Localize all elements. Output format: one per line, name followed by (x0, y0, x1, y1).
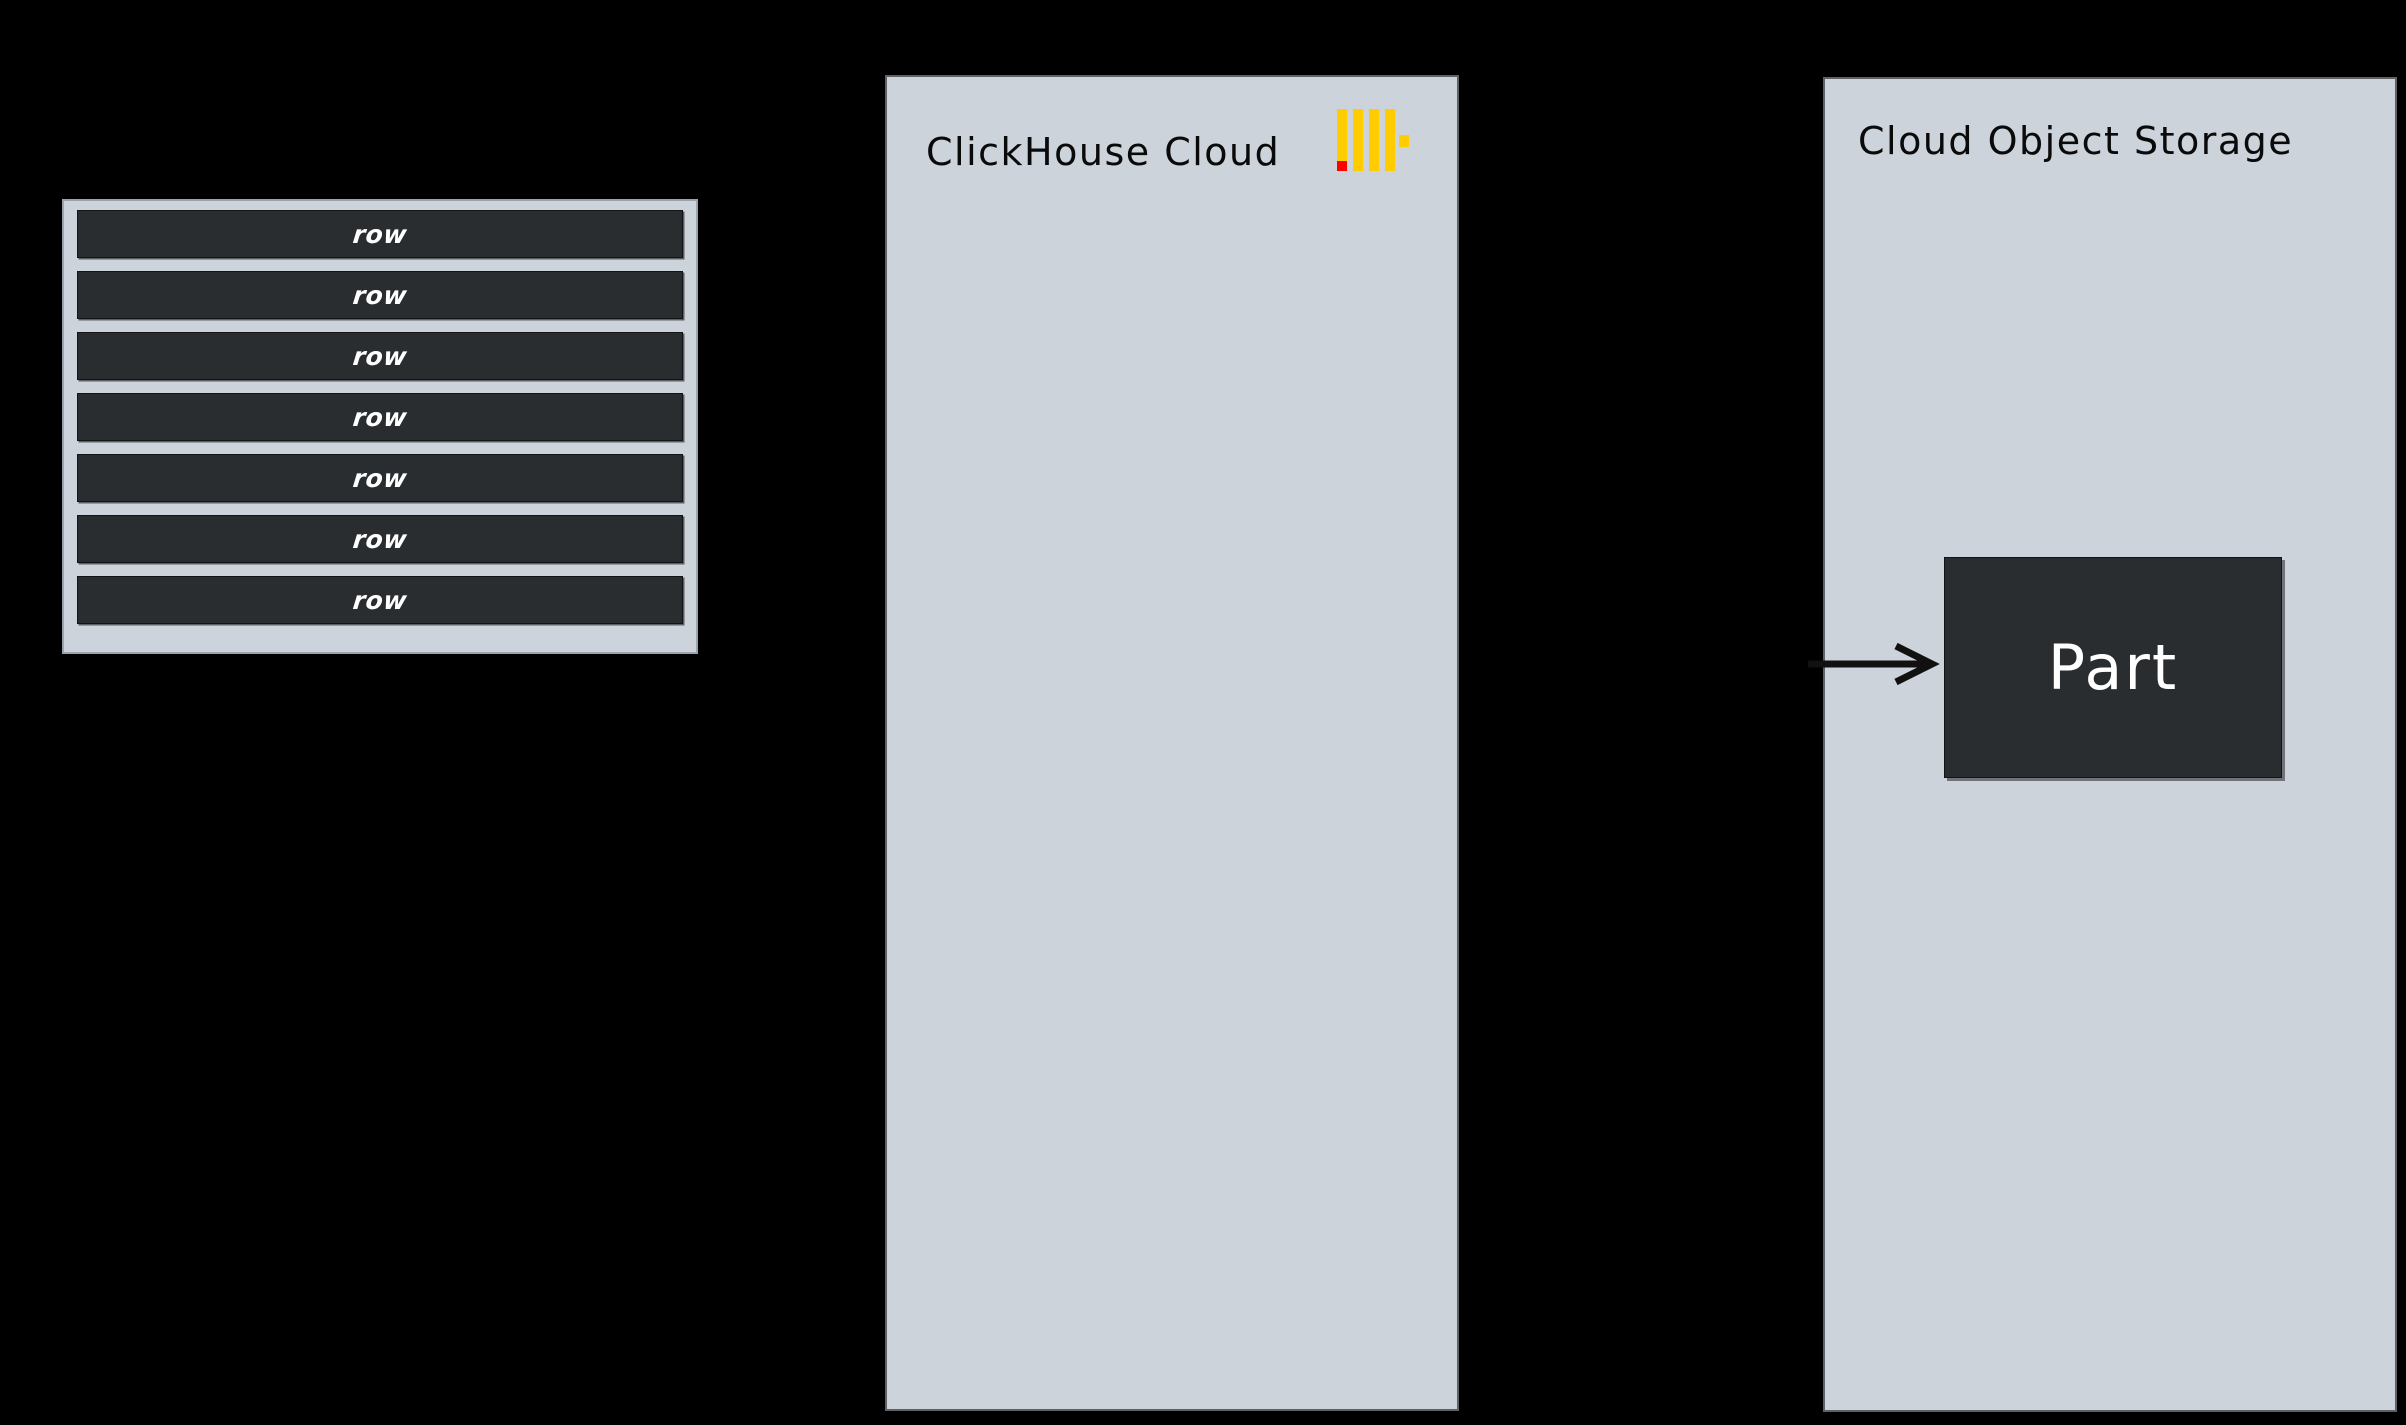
part-label: Part (2047, 631, 2179, 704)
row-label: row (351, 524, 409, 554)
part-box: Part (1944, 557, 2282, 778)
clickhouse-cloud-title: ClickHouse Cloud (926, 130, 1281, 174)
cloud-object-storage-title: Cloud Object Storage (1858, 119, 2294, 163)
table-row: row (77, 454, 683, 502)
table-row: row (77, 332, 683, 380)
table-row: row (77, 210, 683, 258)
row-label: row (351, 463, 409, 493)
row-label: row (351, 402, 409, 432)
clickhouse-logo-icon (1337, 109, 1409, 171)
row-label: row (351, 219, 409, 249)
table-row: row (77, 393, 683, 441)
table-row: row (77, 576, 683, 624)
row-label: row (351, 280, 409, 310)
table-row: row (77, 515, 683, 563)
row-label: row (351, 585, 409, 615)
row-label: row (351, 341, 409, 371)
insert-arrow-icon (1808, 642, 1940, 686)
clickhouse-cloud-panel: ClickHouse Cloud (885, 75, 1459, 1411)
rows-panel: row row row row row row row (62, 199, 698, 654)
table-row: row (77, 271, 683, 319)
cloud-object-storage-panel: Cloud Object Storage Part (1823, 77, 2397, 1412)
